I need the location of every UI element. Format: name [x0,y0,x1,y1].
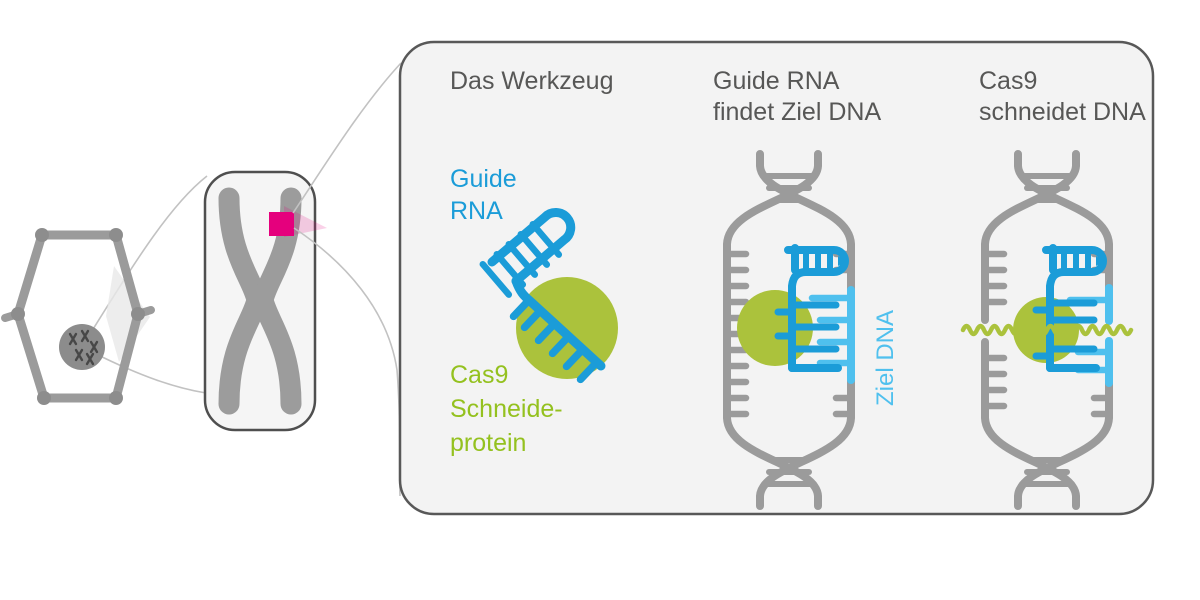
chromosome-card [203,170,327,432]
target-dna-strand [808,286,855,384]
cut-wave-icon [960,323,1134,337]
hairpin-rungs [1061,247,1091,275]
dna-neck-rungs [761,173,817,487]
gene-marker [269,212,294,236]
dna-cut-icon [960,150,1134,510]
cas9-schneideprotein-label: Cas9 Schneide- protein [450,361,563,457]
mini-chromosomes-icon [68,329,99,366]
hairpin-loop-notch [838,256,846,266]
hairpin-rungs [803,247,833,275]
guide-rna-icon [774,244,849,372]
panel-frame [398,40,1155,516]
hairpin-loop-notch [1096,256,1104,266]
section-title-das-werkzeug: Das Werkzeug [450,67,614,95]
dna-half-rungs [985,250,1113,418]
beam-nucleus-to-card-top [89,175,208,335]
cell-corner-dots [11,228,145,405]
cell-highlight [106,266,150,362]
guide-rna-hairpin-icon [479,208,606,384]
guide-rna-label: Guide RNA [450,165,517,225]
cas9-guide-rna-tool-icon [479,208,618,384]
section-title-guide-rna-findet: Guide RNA findet Ziel DNA [713,67,882,126]
chromosome-icon [218,187,302,415]
rna-base-teeth [774,301,840,353]
section-title-cas9-schneidet: Cas9 schneidet DNA [979,67,1146,126]
dna-find-target-icon [723,150,855,510]
guide-rna-icon [1032,244,1107,372]
beam-marker-to-panel-top [292,62,402,214]
dna-neck-rungs [1019,173,1075,487]
beam-nucleus-to-card-bottom [91,351,207,394]
dna-strands-icon [981,150,1113,510]
cell-icon [1,228,155,405]
rna-comb-teeth [509,296,600,384]
rna-base-teeth [1032,299,1098,360]
ziel-dna-label: Ziel DNA [872,309,899,406]
